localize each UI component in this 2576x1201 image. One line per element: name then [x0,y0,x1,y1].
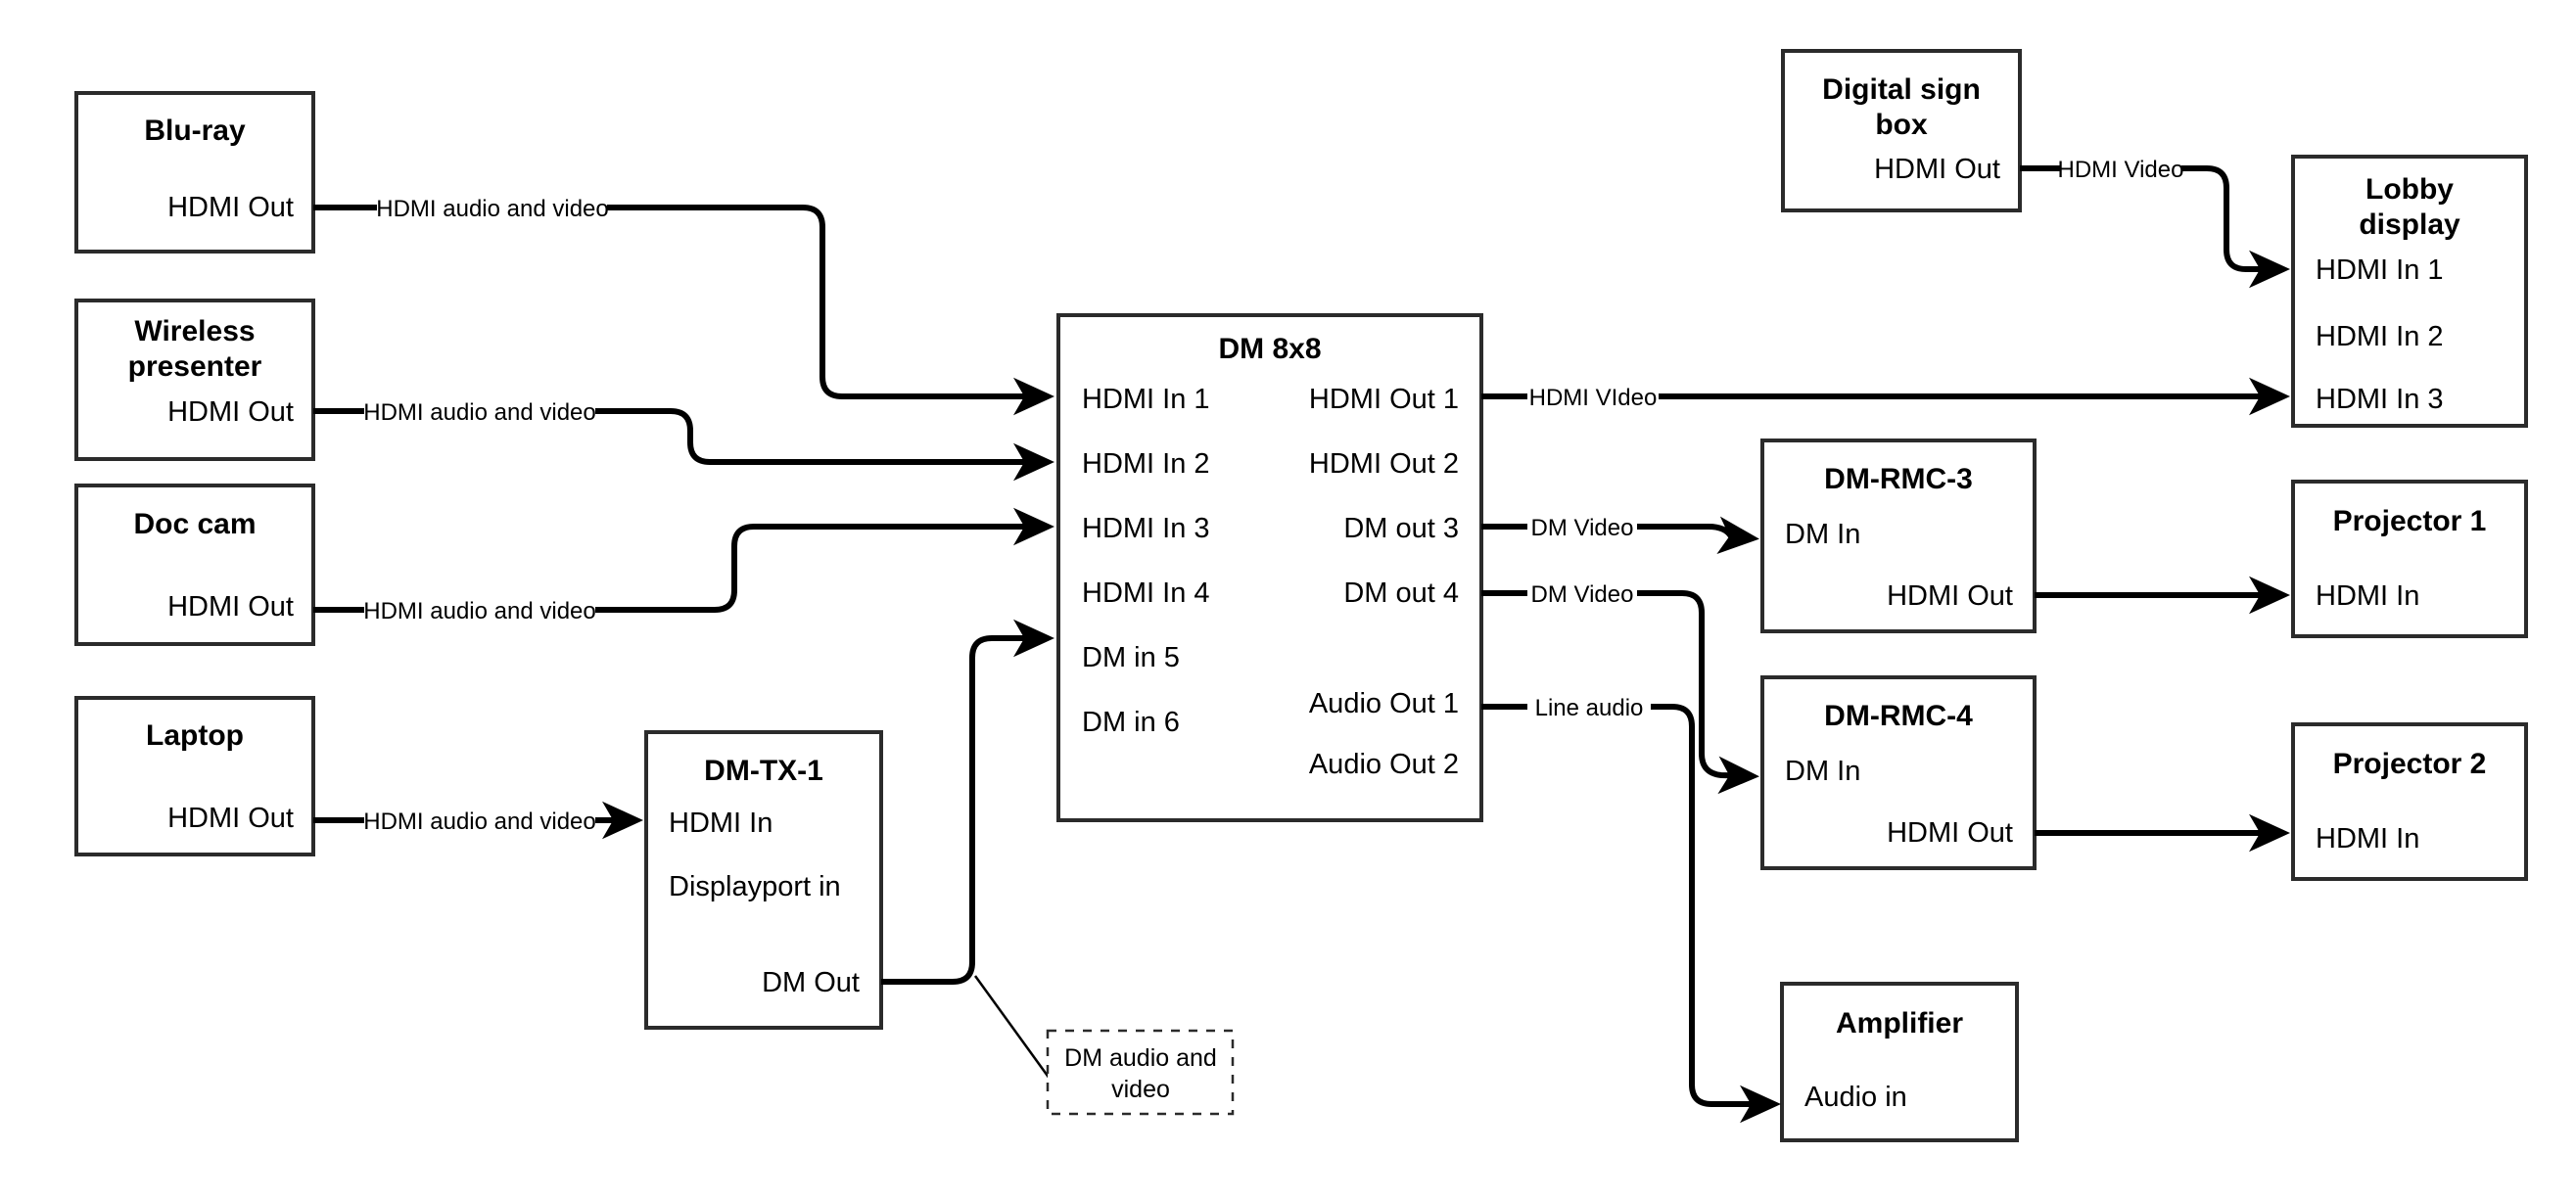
node-bluray[interactable]: Blu-ray HDMI Out [74,91,315,254]
node-wireless-presenter[interactable]: Wireless presenter HDMI Out [74,299,315,461]
dm-8x8-input-dm-in-5: DM in 5 [1082,642,1180,673]
projector-2-port-hdmi-in: HDMI In [2316,823,2419,855]
dm-8x8-input-hdmi-in-1: HDMI In 1 [1082,384,1210,415]
amplifier-box [1780,982,2019,1142]
amplifier-title: Amplifier [1836,1007,1963,1039]
wireless-presenter-title-line2: presenter [128,350,262,383]
lobby-display-input-hdmi-in-2: HDMI In 2 [2316,321,2444,352]
edge-dm8x8-audio-out-1-to-amplifier: Line audio [1481,695,1781,1124]
dm-8x8-input-dm-in-6: DM in 6 [1082,707,1180,738]
doc-cam-port-hdmi-out: HDMI Out [167,591,294,623]
node-dm-rmc-4[interactable]: DM-RMC-4 DM In HDMI Out [1760,675,2037,870]
wireless-presenter-port-hdmi-out: HDMI Out [167,396,294,428]
node-projector-1[interactable]: Projector 1 HDMI In [2291,480,2528,638]
callout-box [1046,1029,1235,1116]
node-digital-sign-box[interactable]: Digital sign box HDMI Out [1781,49,2022,212]
edge-label-dm-out-3: DM Video [1531,515,1634,541]
edge-dmtx1-to-dm8x8-dm-in-5 [881,619,1054,985]
edge-bluray-to-dm8x8-hdmi-in-1: HDMI audio and video [313,196,1054,416]
edge-doccam-to-dm8x8-hdmi-in-3: HDMI audio and video [313,507,1054,624]
lobby-display-input-hdmi-in-1: HDMI In 1 [2316,254,2444,286]
dm-rmc-3-port-hdmi-out: HDMI Out [1887,580,2013,612]
dm-8x8-output-hdmi-out-1: HDMI Out 1 [1309,384,1459,415]
bluray-box [74,91,315,254]
callout-line1: DM audio and [1064,1044,1217,1072]
projector-2-title: Projector 2 [2333,748,2487,780]
lobby-display-title-line1: Lobby [2365,173,2454,206]
digital-sign-box-title-line2: box [1875,109,1928,141]
node-dm-8x8[interactable]: DM 8x8 HDMI In 1 HDMI In 2 HDMI In 3 HDM… [1056,313,1483,822]
digital-sign-box-port-hdmi-out: HDMI Out [1874,154,2000,185]
edge-label-laptop: HDMI audio and video [363,808,595,835]
dm-8x8-output-audio-out-2: Audio Out 2 [1309,749,1459,780]
doc-cam-box [74,484,315,646]
dm-tx-1-port-dm-out: DM Out [762,967,860,998]
node-dm-tx-1[interactable]: DM-TX-1 HDMI In Displayport in DM Out [644,730,883,1030]
node-amplifier[interactable]: Amplifier Audio in [1780,982,2019,1142]
dm-tx-1-port-displayport-in: Displayport in [669,871,841,902]
node-laptop[interactable]: Laptop HDMI Out [74,696,315,856]
dm-8x8-input-hdmi-in-3: HDMI In 3 [1082,513,1210,544]
dm-rmc-3-title: DM-RMC-3 [1824,463,1973,495]
node-doc-cam[interactable]: Doc cam HDMI Out [74,484,315,646]
callout-dm-audio-and-video: DM audio and video [973,975,1235,1116]
bluray-title: Blu-ray [144,115,246,147]
lobby-display-box [2291,155,2528,428]
edge-label-audio-out-1: Line audio [1535,695,1644,721]
projector-1-box [2291,480,2528,638]
laptop-port-hdmi-out: HDMI Out [167,803,294,834]
edge-dm8x8-dm-out-3-to-rmc3: DM Video [1481,515,1759,555]
projector-2-box [2291,722,2528,881]
dm-8x8-output-dm-out-4: DM out 4 [1343,577,1459,609]
digital-sign-box-title-line1: Digital sign [1822,73,1981,106]
wireless-presenter-box [74,299,315,461]
digital-sign-box-rect [1781,49,2022,212]
bluray-port-hdmi-out: HDMI Out [167,192,294,223]
laptop-title: Laptop [146,719,244,752]
lobby-display-input-hdmi-in-3: HDMI In 3 [2316,384,2444,415]
dm-8x8-input-hdmi-in-4: HDMI In 4 [1082,577,1210,609]
edge-label-dm-out-4: DM Video [1531,581,1634,608]
dm-rmc-3-port-dm-in: DM In [1785,519,1860,550]
edge-label-doccam: HDMI audio and video [363,598,595,624]
dm-rmc-4-port-dm-in: DM In [1785,756,1860,787]
edge-dm8x8-hdmi-out-1-to-lobby-hdmi-in-3: HDMI VIdeo [1481,377,2290,416]
edge-dm8x8-dm-out-4-to-rmc4: DM Video [1481,581,1759,795]
wireless-presenter-title-line1: Wireless [134,315,255,347]
dm-tx-1-box [644,730,883,1030]
edge-label-bluray: HDMI audio and video [376,196,608,222]
dm-rmc-4-title: DM-RMC-4 [1824,700,1973,732]
dm-tx-1-title: DM-TX-1 [704,755,823,787]
node-dm-rmc-3[interactable]: DM-RMC-3 DM In HDMI Out [1760,439,2037,633]
node-projector-2[interactable]: Projector 2 HDMI In [2291,722,2528,881]
callout-line2: video [1111,1076,1170,1103]
edge-wireless-to-dm8x8-hdmi-in-2: HDMI audio and video [313,399,1054,482]
amplifier-port-audio-in: Audio in [1804,1082,1907,1113]
edge-label-hdmi-out-1: HDMI VIdeo [1529,385,1658,411]
dm-rmc-4-box [1760,675,2037,870]
dm-rmc-3-box [1760,439,2037,633]
dm-8x8-title: DM 8x8 [1218,333,1321,365]
laptop-box [74,696,315,856]
dm-8x8-input-hdmi-in-2: HDMI In 2 [1082,448,1210,480]
dm-8x8-output-audio-out-1: Audio Out 1 [1309,688,1459,719]
edge-label-signbox: HDMI Video [2058,157,2184,183]
projector-1-port-hdmi-in: HDMI In [2316,580,2419,612]
edge-signbox-to-lobby-hdmi-in-1: HDMI Video [2020,157,2290,289]
edge-label-wireless: HDMI audio and video [363,399,595,426]
dm-8x8-output-hdmi-out-2: HDMI Out 2 [1309,448,1459,480]
node-lobby-display[interactable]: Lobby display HDMI In 1 HDMI In 2 HDMI I… [2291,155,2528,428]
edge-laptop-to-dmtx1: HDMI audio and video [313,801,643,840]
lobby-display-title-line2: display [2359,208,2460,241]
dm-tx-1-port-hdmi-in: HDMI In [669,808,773,839]
doc-cam-title: Doc cam [133,508,256,540]
dm-8x8-box [1056,313,1483,822]
dm-rmc-4-port-hdmi-out: HDMI Out [1887,817,2013,849]
dm-8x8-output-dm-out-3: DM out 3 [1343,513,1459,544]
projector-1-title: Projector 1 [2333,505,2487,537]
